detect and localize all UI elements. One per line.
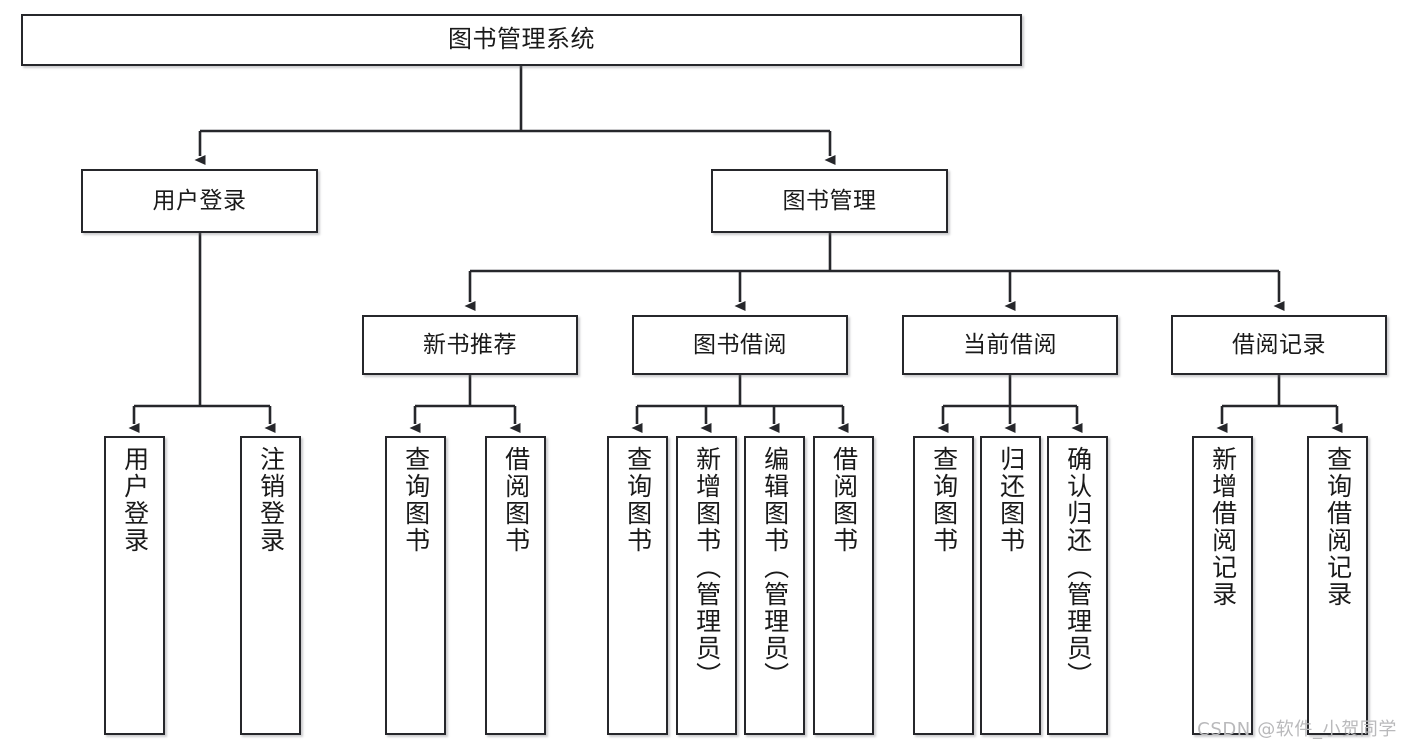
node-borrow-record-label: 借阅记录 [1232, 331, 1326, 358]
node-leaf-user-login-label: 用户登录 [120, 446, 150, 554]
node-root-label: 图书管理系统 [448, 25, 595, 54]
node-leaf-confirm-return-label: 确认归还（管理员） [1063, 446, 1093, 689]
node-leaf-edit-book-label: 编辑图书（管理员） [760, 446, 790, 689]
node-leaf-query-record-label: 查询借阅记录 [1323, 446, 1353, 608]
node-book-borrow-label: 图书借阅 [693, 331, 787, 358]
node-user-login-label: 用户登录 [152, 187, 247, 214]
node-leaf-borrow-book-1[interactable]: 借阅图书 [485, 436, 546, 735]
node-current-borrow-label: 当前借阅 [963, 331, 1057, 358]
node-leaf-logout-label: 注销登录 [256, 446, 286, 554]
node-book-borrow[interactable]: 图书借阅 [632, 315, 848, 375]
node-leaf-borrow-book-2[interactable]: 借阅图书 [813, 436, 874, 735]
node-leaf-query-book-1-label: 查询图书 [401, 446, 431, 554]
node-leaf-query-book-3[interactable]: 查询图书 [913, 436, 974, 735]
node-leaf-query-book-1[interactable]: 查询图书 [385, 436, 446, 735]
node-leaf-add-record[interactable]: 新增借阅记录 [1192, 436, 1253, 735]
node-leaf-edit-book[interactable]: 编辑图书（管理员） [744, 436, 805, 735]
node-leaf-add-book-label: 新增图书（管理员） [692, 446, 722, 689]
node-leaf-confirm-return[interactable]: 确认归还（管理员） [1047, 436, 1108, 735]
node-leaf-query-book-2[interactable]: 查询图书 [607, 436, 668, 735]
node-leaf-return-book-label: 归还图书 [996, 446, 1026, 554]
node-leaf-return-book[interactable]: 归还图书 [980, 436, 1041, 735]
node-user-login[interactable]: 用户登录 [81, 169, 318, 233]
node-current-borrow[interactable]: 当前借阅 [902, 315, 1118, 375]
node-leaf-query-book-2-label: 查询图书 [623, 446, 653, 554]
node-root[interactable]: 图书管理系统 [21, 14, 1022, 66]
node-leaf-user-login[interactable]: 用户登录 [104, 436, 165, 735]
csdn-watermark: CSDN @软件_小贺同学 [1197, 719, 1397, 740]
node-borrow-record[interactable]: 借阅记录 [1171, 315, 1387, 375]
node-book-manage-label: 图书管理 [782, 187, 877, 214]
node-leaf-add-record-label: 新增借阅记录 [1208, 446, 1238, 608]
node-leaf-query-book-3-label: 查询图书 [929, 446, 959, 554]
node-leaf-borrow-book-2-label: 借阅图书 [829, 446, 859, 554]
node-book-manage[interactable]: 图书管理 [711, 169, 948, 233]
node-leaf-borrow-book-1-label: 借阅图书 [501, 446, 531, 554]
node-leaf-query-record[interactable]: 查询借阅记录 [1307, 436, 1368, 735]
node-leaf-add-book[interactable]: 新增图书（管理员） [676, 436, 737, 735]
node-leaf-logout[interactable]: 注销登录 [240, 436, 301, 735]
node-new-book-rec[interactable]: 新书推荐 [362, 315, 578, 375]
node-new-book-rec-label: 新书推荐 [423, 331, 517, 358]
